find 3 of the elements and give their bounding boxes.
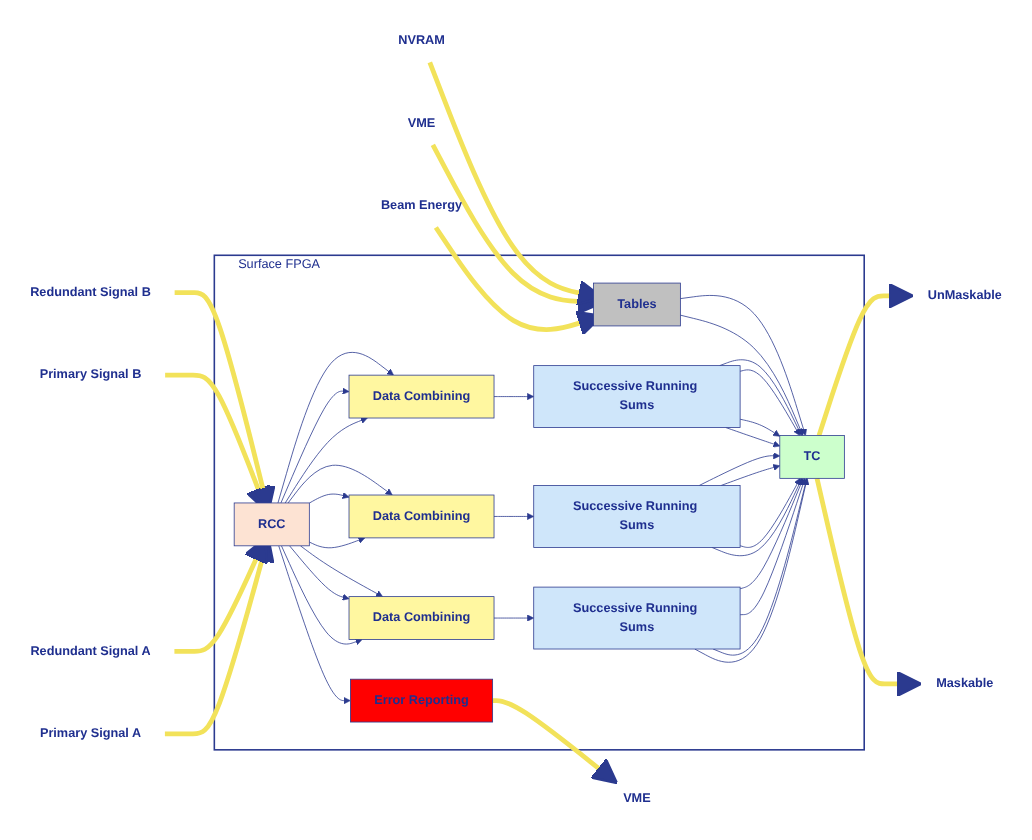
arrow [492,698,619,785]
arrow [816,282,914,437]
arrow [814,477,923,698]
